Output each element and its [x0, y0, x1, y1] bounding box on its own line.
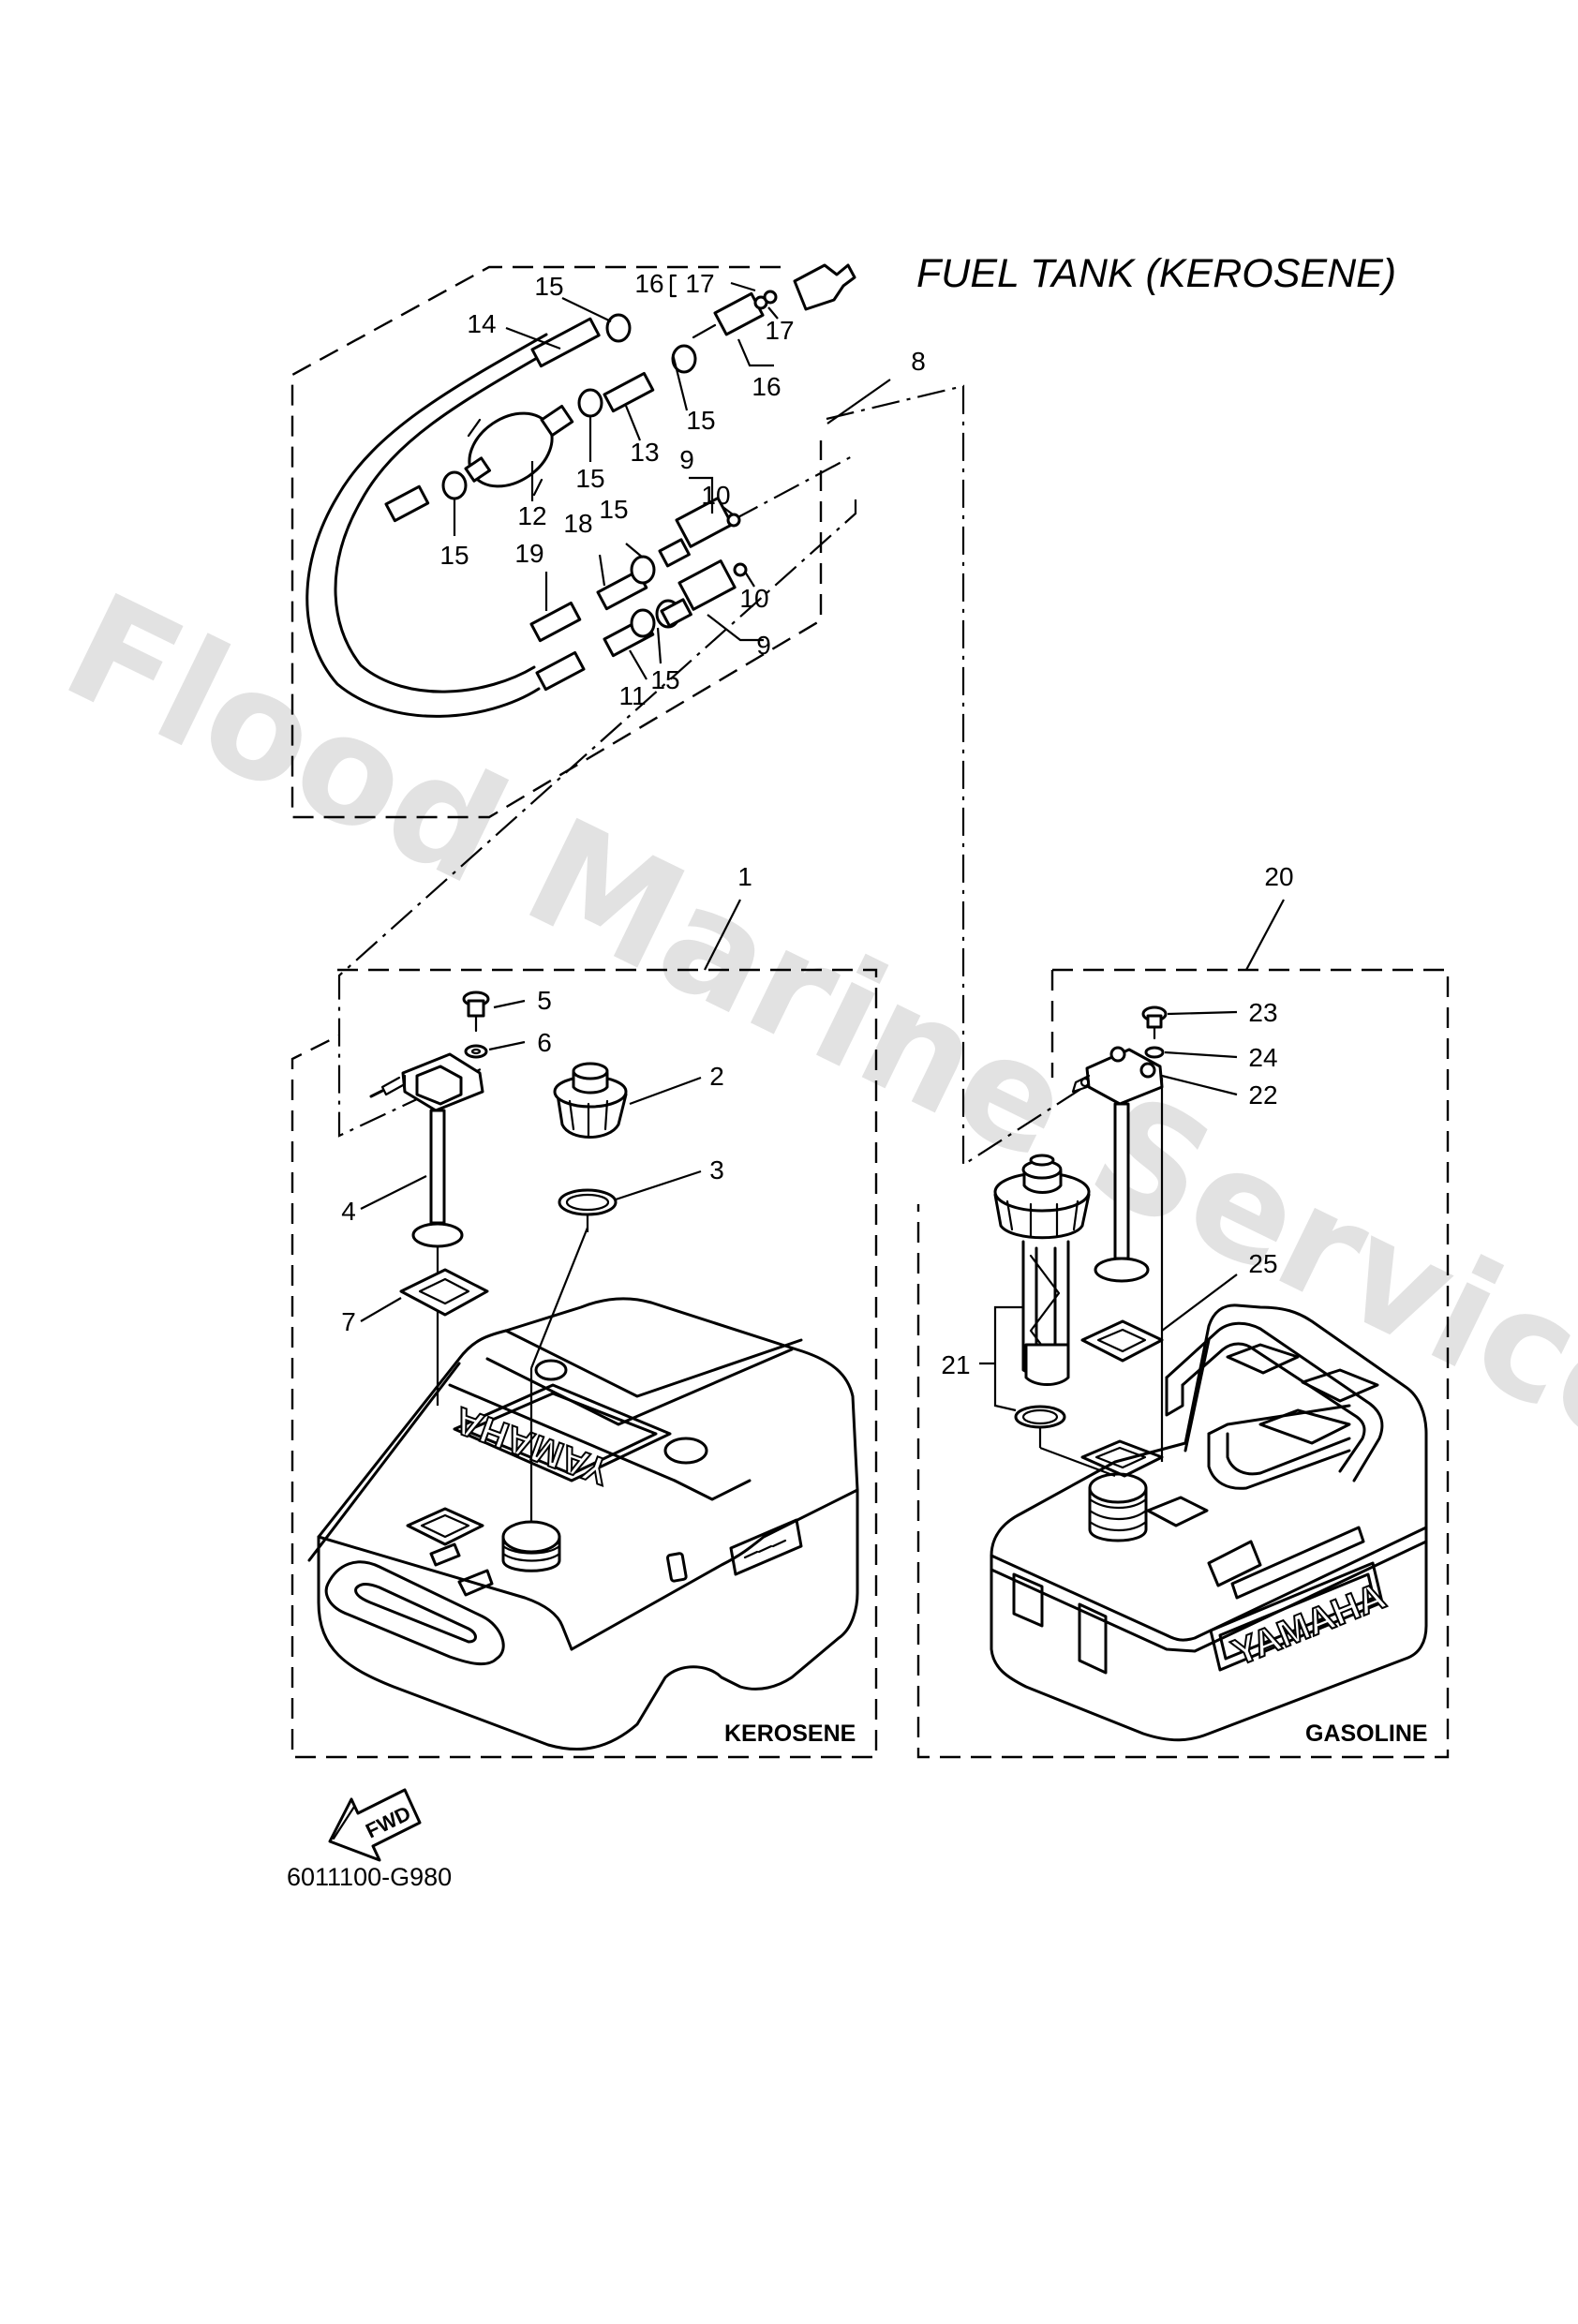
leader-1: [704, 899, 741, 971]
callout-15-b: 15: [686, 406, 715, 435]
callout-15-c: 15: [575, 464, 604, 493]
callout-20: 20: [1264, 862, 1293, 891]
seal-drop-line: [529, 1227, 589, 1369]
gasoline-box-label: GASOLINE: [1305, 1721, 1428, 1747]
leader-5: [493, 999, 526, 1009]
quick-connector-lower: [660, 559, 748, 628]
callout-1: 1: [737, 862, 752, 891]
callout-17-lower: 17: [765, 316, 794, 345]
callout-2: 2: [709, 1062, 724, 1091]
callout-9-upper: 9: [679, 445, 694, 474]
watermark-text: Flood Marine Services: [40, 561, 1578, 1525]
callout-19: 19: [514, 539, 543, 568]
kerosene-washer: [464, 1044, 488, 1059]
hose-to-gasoline-connection: [826, 384, 1107, 1168]
callout-16-top: 16: [634, 269, 663, 298]
fuel-hose-inner: [334, 352, 545, 693]
leader-6: [488, 1040, 526, 1051]
primer-bulb: [464, 404, 574, 497]
callout-16-lower: 16: [752, 372, 781, 401]
callout-6: 6: [537, 1028, 552, 1057]
fuel-hose: [305, 333, 548, 718]
fwd-arrow: FWD: [328, 1788, 422, 1862]
gasoline-washer: [1144, 1046, 1165, 1059]
leader-4: [360, 1175, 427, 1210]
leader-22: [1161, 1074, 1238, 1096]
callout-13: 13: [630, 438, 659, 467]
kerosene-fuel-gauge: [369, 1052, 484, 1406]
quick-connector-upper: [658, 497, 741, 568]
hose-leaders: [453, 281, 779, 680]
diagram-title: FUEL TANK (KEROSENE): [916, 251, 1396, 296]
callout-18: 18: [563, 509, 592, 538]
kerosene-gauge-gasket: [399, 1268, 489, 1317]
gasoline-box-boundary: [916, 968, 1450, 1759]
callout-15-d: 15: [439, 541, 469, 570]
leader-7: [360, 1297, 402, 1322]
callout-11: 11: [618, 681, 646, 710]
gasoline-bolt: [1141, 1006, 1168, 1040]
callout-bracket: [669, 274, 677, 298]
callout-4: 4: [341, 1197, 356, 1226]
callout-10-lower: 10: [739, 584, 768, 613]
callout-21: 21: [941, 1350, 970, 1379]
callout-15-f: 15: [650, 665, 679, 694]
callout-12: 12: [517, 501, 546, 530]
callout-23: 23: [1248, 998, 1277, 1027]
kerosene-bolt: [462, 991, 490, 1033]
callout-3: 3: [709, 1155, 724, 1184]
kerosene-filler-seal: [558, 1188, 618, 1216]
leader-21: [993, 1305, 1023, 1412]
gasoline-cap-gauge: [993, 1154, 1116, 1478]
callout-25: 25: [1248, 1249, 1277, 1278]
callout-5: 5: [537, 986, 552, 1015]
leader-3: [615, 1169, 702, 1201]
gasoline-fuel-gauge: [1071, 1046, 1164, 1462]
hose-assembly-boundary: [290, 265, 823, 819]
callout-15-a: 15: [534, 272, 563, 301]
callout-9-lower: 9: [756, 631, 771, 660]
gasoline-gauge-gasket: [1080, 1319, 1164, 1363]
leader-2: [629, 1076, 702, 1106]
callout-7: 7: [341, 1307, 356, 1336]
diagram-code: 6011100-G980: [287, 1863, 452, 1891]
callout-22: 22: [1248, 1080, 1277, 1110]
callouts: 1 2 3 4 5 6 7 8 9 9 10 10 11 12 13 14 15…: [341, 269, 1293, 1379]
callout-8: 8: [911, 347, 926, 376]
callout-24: 24: [1248, 1043, 1277, 1072]
callout-14: 14: [467, 309, 496, 338]
leader-23: [1167, 1010, 1238, 1016]
callout-10-upper: 10: [701, 481, 730, 510]
kerosene-filler-cap: [553, 1062, 628, 1139]
tank-side-connector: [692, 263, 856, 339]
leader-20: [1245, 899, 1285, 971]
callout-15-e: 15: [599, 495, 628, 524]
hose-to-kerosene-connection: [337, 499, 857, 1138]
leader-24: [1164, 1050, 1238, 1059]
kerosene-box-label: KEROSENE: [724, 1721, 856, 1747]
kerosene-box-boundary: [290, 968, 878, 1759]
hose-upper-connection: [732, 454, 856, 521]
kerosene-tank: YAMAHA: [307, 1297, 859, 1751]
callout-17-top: 17: [685, 269, 714, 298]
leader-25: [1161, 1274, 1238, 1332]
